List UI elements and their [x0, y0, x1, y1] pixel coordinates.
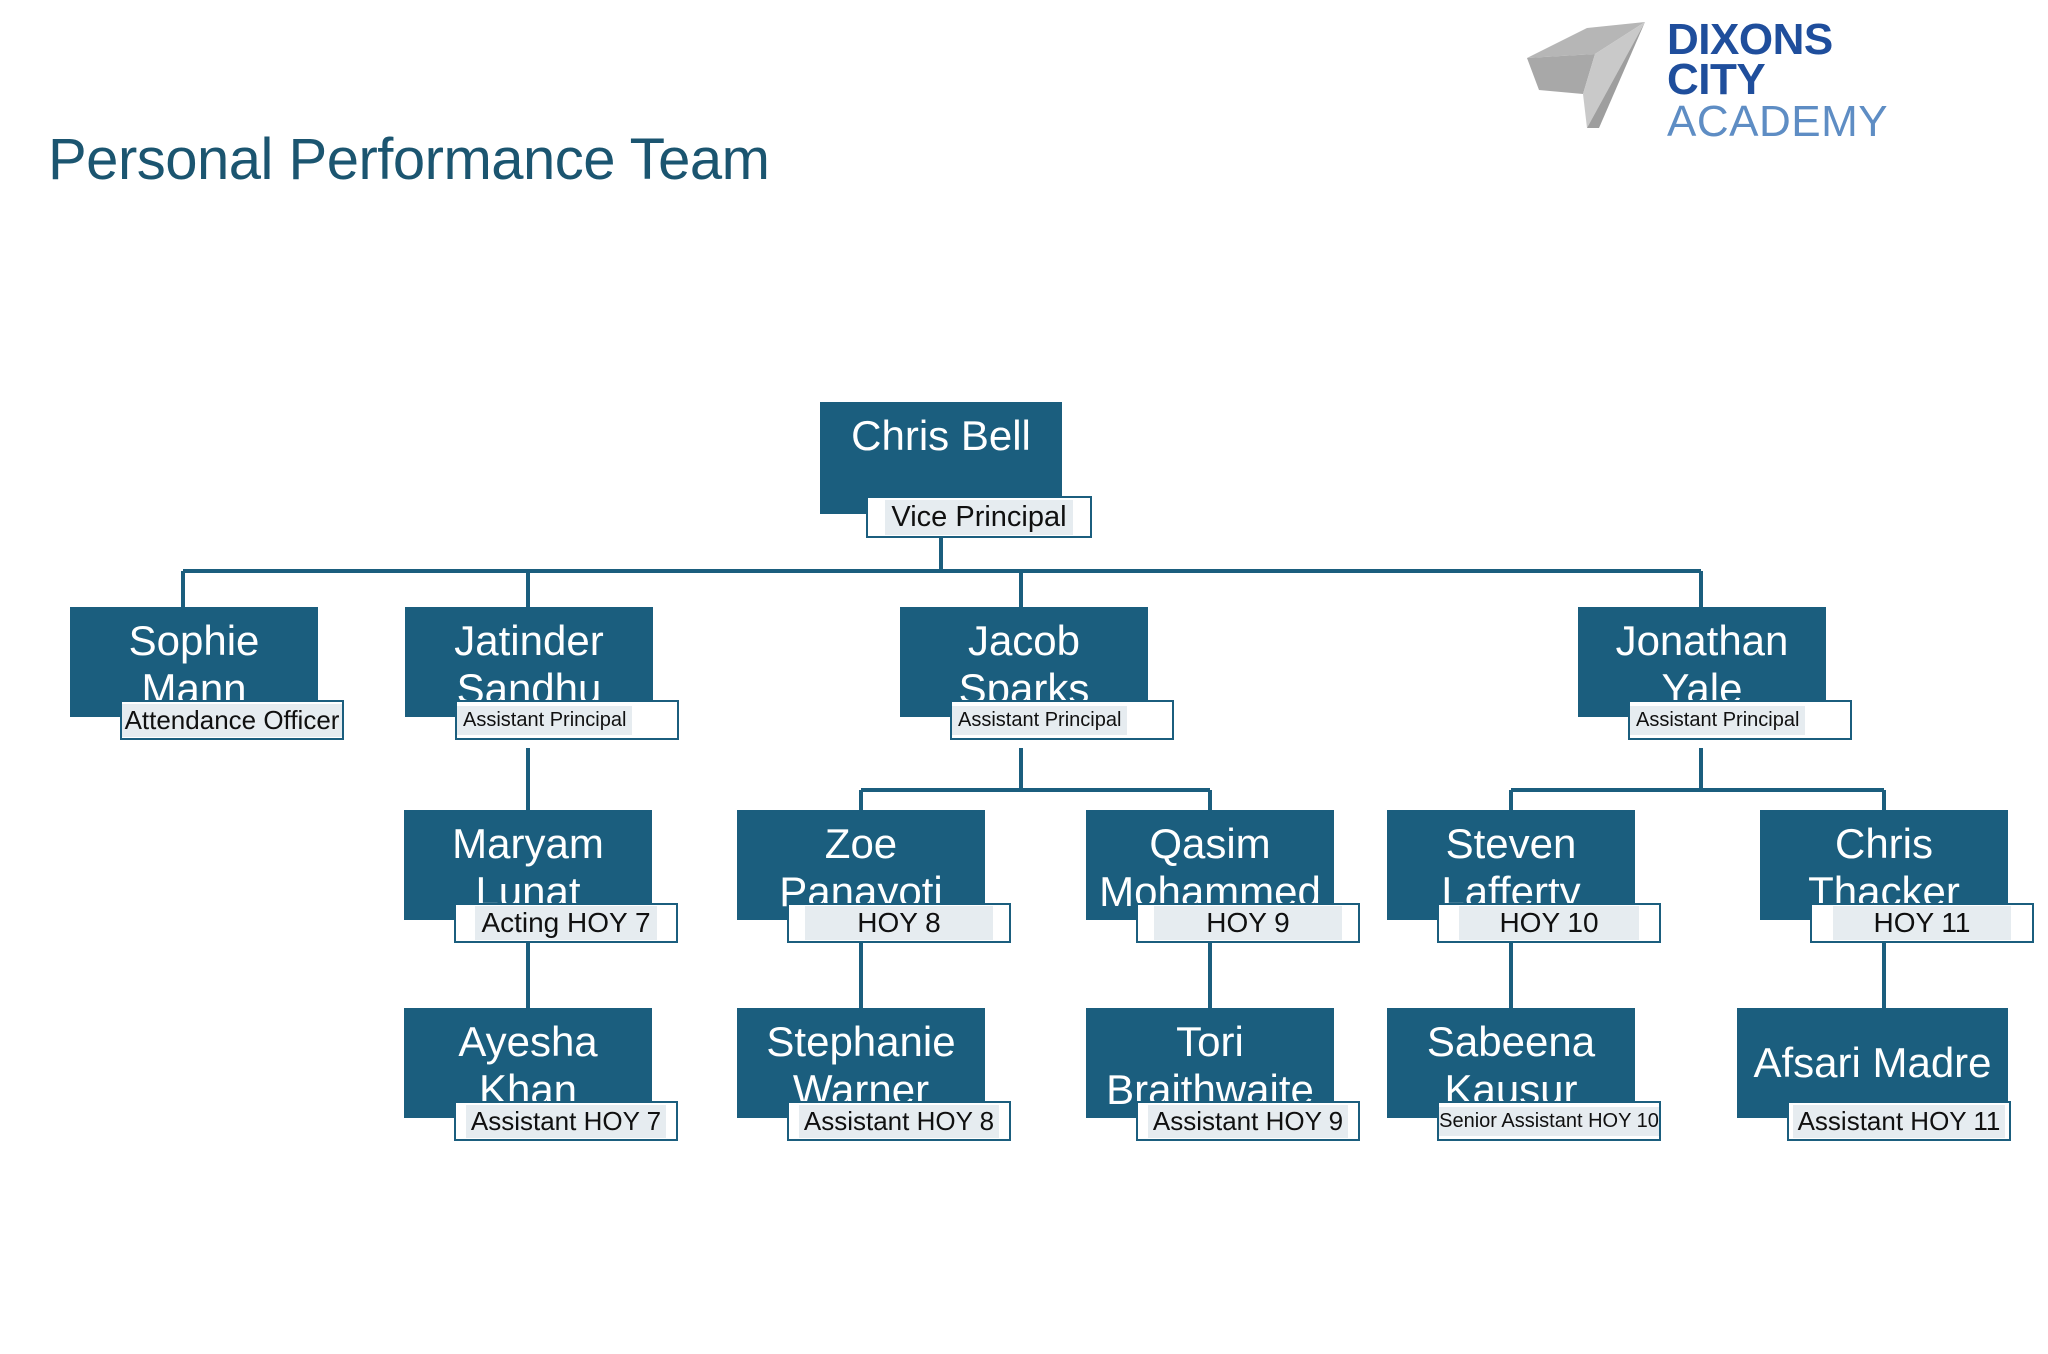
node-box: Zoe Panayoti [737, 810, 985, 920]
node-role-label: Assistant Principal [455, 700, 679, 740]
node-box: Maryam Lunat [404, 810, 652, 920]
node-role-label: Assistant Principal [950, 700, 1174, 740]
dixons-city-academy-logo: DIXONS CITY ACADEMY [1525, 14, 1888, 144]
node-name: Sophie Mann [128, 617, 260, 712]
node-role-label: Assistant HOY 11 [1787, 1101, 2011, 1141]
node-role-text: Assistant Principal [952, 705, 1128, 735]
node-name: Ayesha Khan [458, 1018, 598, 1113]
page-title: Personal Performance Team [48, 127, 770, 192]
paper-plane-icon [1527, 22, 1645, 128]
node-role-text: Attendance Officer [122, 703, 342, 737]
node-role-text: HOY 8 [805, 906, 993, 940]
node-role-label: Assistant HOY 8 [787, 1101, 1011, 1141]
node-name: Maryam Lunat [452, 820, 604, 915]
node-role-text: Assistant HOY 9 [1147, 1104, 1349, 1138]
node-name: Jatinder Sandhu [454, 617, 604, 712]
node-box: Jonathan Yale [1578, 607, 1826, 717]
node-role-label: HOY 10 [1437, 903, 1661, 943]
node-role-label: Acting HOY 7 [454, 903, 678, 943]
node-role-text: Vice Principal [885, 499, 1073, 535]
node-role-text: HOY 9 [1154, 906, 1342, 940]
logo-line-dixons: DIXONS [1667, 15, 1833, 64]
node-box: Chris Bell [820, 402, 1062, 514]
node-box: Chris Thacker [1760, 810, 2008, 920]
node-name: Chris Thacker [1808, 820, 1960, 915]
node-name: Steven Lafferty [1441, 820, 1581, 915]
logo-line-city: CITY [1667, 55, 1766, 105]
node-name: Afsari Madre [1753, 1039, 1992, 1086]
node-role-label: Assistant HOY 9 [1136, 1101, 1360, 1141]
node-role-label: HOY 9 [1136, 903, 1360, 943]
node-role-label: Assistant Principal [1628, 700, 1852, 740]
node-name: Jacob Sparks [958, 617, 1090, 712]
node-name: Stephanie Warner [766, 1018, 956, 1113]
node-role-text: Assistant HOY 7 [465, 1104, 667, 1138]
node-role-label: HOY 11 [1810, 903, 2034, 943]
node-role-label: Vice Principal [866, 496, 1092, 538]
node-name: Chris Bell [851, 412, 1031, 459]
node-role-text: Assistant HOY 8 [798, 1104, 1000, 1138]
node-role-text: Assistant Principal [457, 705, 633, 735]
logo-wordmark: DIXONS CITY ACADEMY [1667, 15, 1889, 146]
node-role-text: HOY 11 [1833, 906, 2011, 940]
logo-line-academy: ACADEMY [1667, 96, 1889, 146]
node-name: Zoe Panayoti [779, 820, 943, 915]
node-role-text: HOY 10 [1459, 906, 1639, 940]
node-box: Ayesha Khan [404, 1008, 652, 1118]
node-box: Sophie Mann [70, 607, 318, 717]
node-role-text: Acting HOY 7 [475, 906, 657, 940]
node-role-text: Senior Assistant HOY 10 [1439, 1106, 1659, 1136]
node-box: Afsari Madre [1737, 1008, 2008, 1118]
connector-jacob-to-children [859, 748, 1212, 810]
node-name: Sabeena Kausur [1426, 1018, 1596, 1113]
node-name: Jonathan Yale [1615, 617, 1789, 712]
connector-to-jacob-sparks [941, 569, 1023, 607]
node-role-label: Senior Assistant HOY 10 [1437, 1101, 1661, 1141]
node-role-label: HOY 8 [787, 903, 1011, 943]
node-name: Qasim Mohammed [1099, 820, 1321, 915]
node-role-text: Assistant HOY 11 [1792, 1104, 2006, 1138]
node-role-label: Attendance Officer [120, 700, 344, 740]
node-box: Qasim Mohammed [1086, 810, 1334, 920]
connector-jonathan-to-children [1509, 748, 1886, 810]
node-role-text: Assistant Principal [1630, 705, 1806, 735]
node-role-label: Assistant HOY 7 [454, 1101, 678, 1141]
node-name: Tori Braithwaite [1106, 1018, 1314, 1113]
